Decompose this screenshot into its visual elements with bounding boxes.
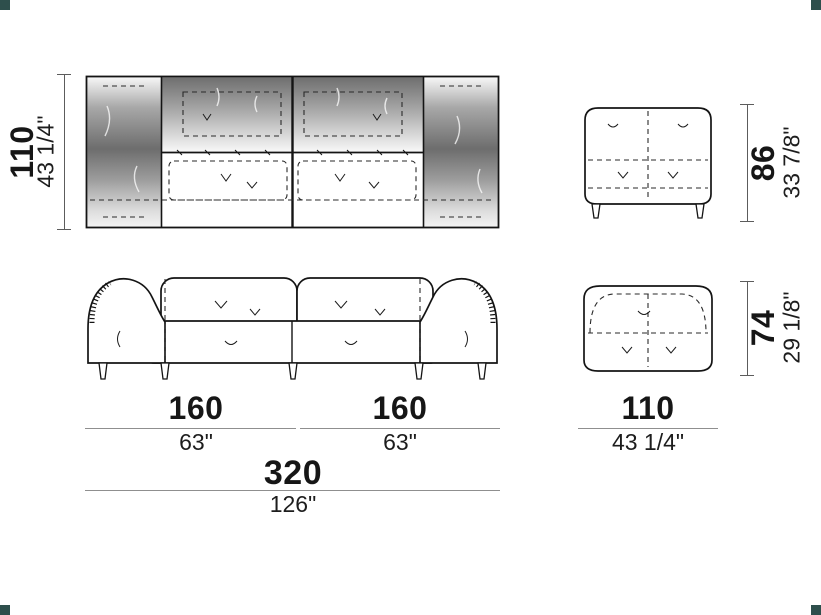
dim-module-right-cm: 160 (372, 390, 428, 426)
sofa-plan-view-drawing (85, 75, 500, 229)
dim-seat-back-height-cm: 74 (745, 309, 781, 347)
module-front-view-drawing (583, 285, 713, 372)
dim-line-depth (57, 74, 71, 230)
corner-marker-top-right (811, 0, 821, 10)
dim-module-depth-in: 43 1/4" (611, 429, 685, 455)
corner-marker-bottom-left (0, 605, 10, 615)
dim-total-width-cm: 320 (263, 454, 323, 492)
dim-module-right-in: 63" (383, 429, 417, 455)
dim-line-seat-back-height (740, 281, 754, 376)
corner-marker-top-left (0, 0, 10, 10)
corner-marker-bottom-right (811, 605, 821, 615)
sofa-front-view-drawing (87, 277, 498, 380)
dim-line-module-right (300, 428, 500, 429)
dim-total-width-in: 126" (269, 491, 317, 517)
dim-line-module-left (85, 428, 296, 429)
dim-line-back-height (740, 104, 754, 222)
dim-depth-in: 43 1/4" (32, 115, 59, 188)
dim-seat-back-height-in: 29 1/8" (778, 291, 805, 364)
module-back-view-drawing (584, 107, 712, 219)
dim-module-depth-cm: 110 (621, 390, 675, 426)
dim-line-module-depth (578, 428, 718, 429)
dim-line-total-width (85, 490, 500, 491)
dim-module-left-cm: 160 (168, 390, 224, 426)
dim-module-left-in: 63" (179, 429, 213, 455)
